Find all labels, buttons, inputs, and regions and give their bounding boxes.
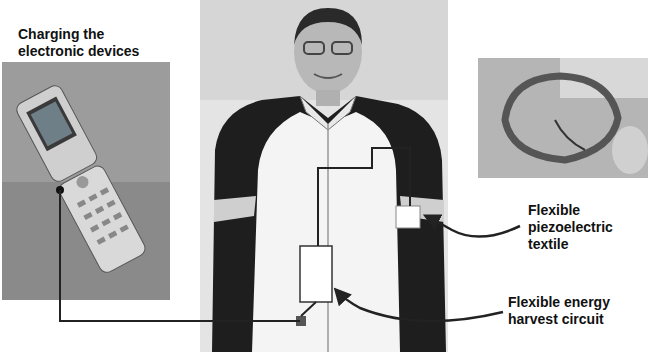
person-photo — [200, 0, 448, 352]
callout-label: Flexible energy harvest circuit — [508, 294, 638, 328]
textile-photo — [478, 58, 648, 178]
wire — [60, 148, 410, 321]
callout-label: Flexible piezoelectric textile — [528, 202, 638, 253]
leader-arrow — [336, 216, 520, 321]
phone-photo — [2, 62, 170, 300]
callout-label: Charging the electronic devices — [18, 26, 168, 60]
